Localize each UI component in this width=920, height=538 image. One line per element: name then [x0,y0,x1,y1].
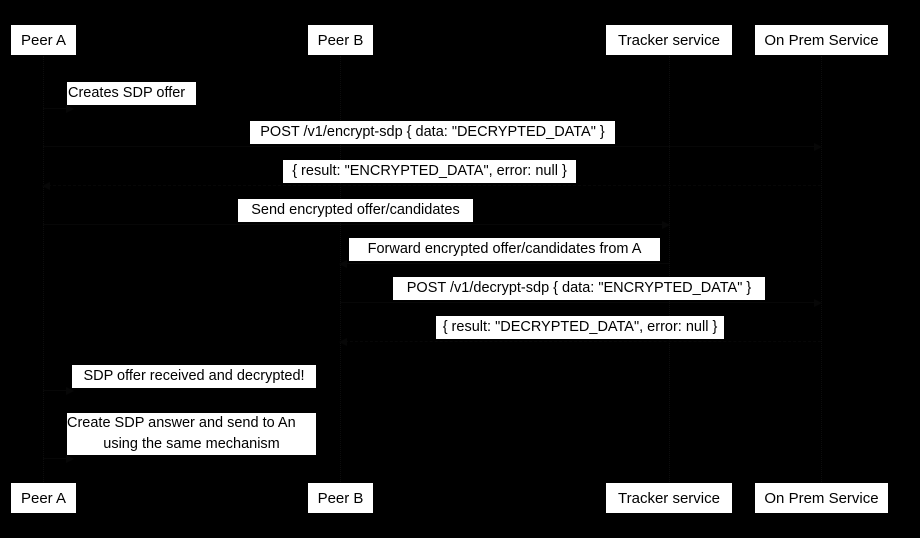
message-label-forward-encrypted-offer: Forward encrypted offer/candidates from … [349,238,660,261]
participant-footer-peer-b[interactable]: Peer B [307,482,374,514]
message-label-creates-sdp-offer: Creates SDP offer [67,82,196,105]
arrow-on-prem-to-peer-b-decrypt-result [339,338,821,346]
lifeline-tracker-service [669,56,670,482]
participant-header-peer-a[interactable]: Peer A [10,24,77,56]
arrow-peer-b-to-on-prem-decrypt [340,299,822,307]
arrow-peer-a-to-on-prem-encrypt [43,143,822,151]
participant-footer-on-prem-service[interactable]: On Prem Service [754,482,889,514]
participant-header-tracker-service[interactable]: Tracker service [605,24,733,56]
arrow-on-prem-to-peer-a-encrypt-result [42,182,821,190]
arrow-self-creates-sdp-offer [43,105,74,113]
participant-footer-tracker-service[interactable]: Tracker service [605,482,733,514]
arrow-self-create-sdp-answer [43,455,74,463]
message-label-sdp-offer-received: SDP offer received and decrypted! [72,365,316,388]
message-label-create-sdp-answer-line1: Create SDP answer and send to An [67,415,296,431]
message-label-encrypt-sdp-result: { result: "ENCRYPTED_DATA", error: null … [283,160,576,183]
arrow-tracker-to-peer-b-forward-offer [339,260,669,268]
arrow-self-sdp-offer-received [43,387,74,395]
lifeline-peer-a [43,56,44,482]
message-label-create-sdp-answer: Create SDP answer and send to An using t… [67,413,316,455]
participant-footer-peer-a[interactable]: Peer A [10,482,77,514]
message-label-create-sdp-answer-line2: using the same mechanism [103,436,280,452]
participant-header-on-prem-service[interactable]: On Prem Service [754,24,889,56]
participant-header-peer-b[interactable]: Peer B [307,24,374,56]
arrow-peer-a-to-tracker-send-offer [43,221,670,229]
lifeline-peer-b [340,56,341,482]
message-label-post-decrypt-sdp: POST /v1/decrypt-sdp { data: "ENCRYPTED_… [393,277,765,300]
message-label-send-encrypted-offer: Send encrypted offer/candidates [238,199,473,222]
lifeline-on-prem-service [821,56,822,482]
message-label-decrypt-sdp-result: { result: "DECRYPTED_DATA", error: null … [436,316,724,339]
message-label-post-encrypt-sdp: POST /v1/encrypt-sdp { data: "DECRYPTED_… [250,121,615,144]
